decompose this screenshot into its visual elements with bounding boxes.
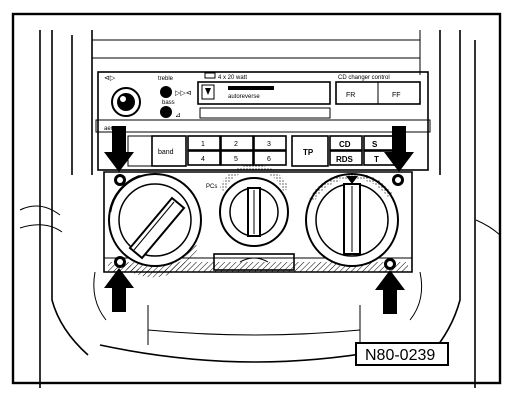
band-button[interactable] <box>151 135 187 167</box>
preset-button-4[interactable] <box>187 150 221 166</box>
temperature-knob[interactable] <box>108 173 202 278</box>
preset-label-2: 2 <box>234 141 238 148</box>
treble-label: treble <box>158 76 174 82</box>
preset-button-5[interactable] <box>220 150 254 166</box>
cd-label: CD <box>339 140 351 149</box>
console-trim <box>19 30 501 388</box>
treble-knob[interactable] <box>160 86 172 98</box>
tp-button[interactable] <box>291 135 329 167</box>
arrow-bottom-left <box>104 268 134 312</box>
cd-button[interactable] <box>329 135 363 151</box>
s-button[interactable] <box>363 135 395 151</box>
screw-bottom-right <box>384 258 396 270</box>
svg-text:⊿: ⊿ <box>175 112 181 119</box>
display-window <box>197 81 331 105</box>
screw-top-left <box>114 174 126 186</box>
tp-label: TP <box>303 148 314 157</box>
s-label: S <box>372 140 378 149</box>
preset-button-1[interactable] <box>187 135 221 151</box>
preset-label-3: 3 <box>267 141 271 148</box>
preset-button-3[interactable] <box>253 135 287 151</box>
radio-unit: treble bass ▷▷⊲ ⊿ ⊲▷ autoreverse 4 x 20 … <box>95 71 431 171</box>
rds-button[interactable] <box>329 150 363 166</box>
hvac-panel: PCs <box>103 164 413 278</box>
arrow-bottom-right <box>375 270 405 314</box>
distribution-knob[interactable] <box>305 172 399 267</box>
svg-text:⊲▷: ⊲▷ <box>104 75 116 82</box>
preset-label-1: 1 <box>201 141 205 148</box>
screw-top-right <box>392 174 404 186</box>
fan-knob[interactable] <box>219 164 289 247</box>
arrow-top-left <box>104 126 134 172</box>
figure-code: N80-0239 <box>365 347 435 364</box>
changer-label: CD changer control <box>338 75 390 81</box>
preset-button-6[interactable] <box>253 150 287 166</box>
band-label: band <box>158 149 174 156</box>
fan-label: PCs <box>206 184 217 190</box>
preset-buttons: 1 2 3 4 5 6 <box>187 135 287 166</box>
bass-label: bass <box>162 100 175 106</box>
ff-button[interactable]: FF <box>392 92 401 99</box>
figure-code-box <box>355 342 449 366</box>
fr-button[interactable]: FR <box>346 92 355 99</box>
arrow-top-right <box>384 126 414 172</box>
figure-frame <box>11 12 502 385</box>
preset-label-5: 5 <box>234 156 238 163</box>
svg-text:▷▷⊲: ▷▷⊲ <box>175 90 192 97</box>
rds-label: RDS <box>336 155 354 164</box>
preset-label-4: 4 <box>201 156 205 163</box>
bass-knob[interactable] <box>160 106 172 118</box>
display-text: autoreverse <box>228 94 260 100</box>
speaker-spec: 4 x 20 watt <box>218 75 247 81</box>
preset-button-2[interactable] <box>220 135 254 151</box>
screw-bottom-left <box>114 256 126 268</box>
t-label: T <box>374 155 379 164</box>
preset-label-6: 6 <box>267 156 271 163</box>
